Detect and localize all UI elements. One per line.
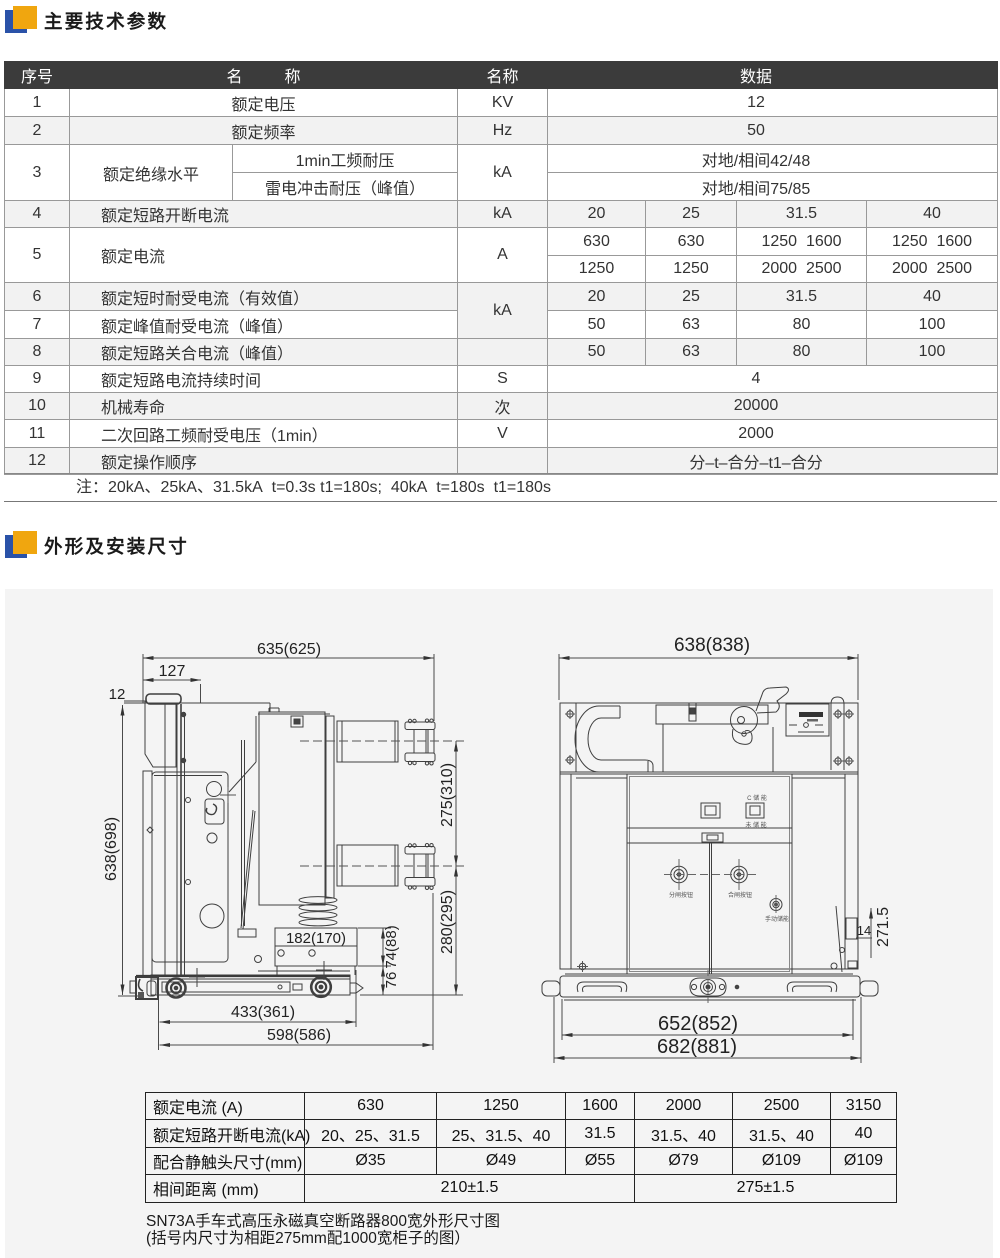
- svg-text:638(838): 638(838): [674, 635, 750, 656]
- svg-text:手动储能: 手动储能: [765, 915, 789, 923]
- svg-text:12: 12: [109, 686, 126, 703]
- svg-text:76: 76: [383, 972, 400, 989]
- svg-text:未 储 能: 未 储 能: [745, 821, 766, 829]
- svg-text:433(361): 433(361): [231, 1004, 295, 1021]
- svg-text:598(586): 598(586): [267, 1027, 331, 1044]
- svg-text:C 储 能: C 储 能: [747, 794, 767, 802]
- svg-text:182(170): 182(170): [286, 930, 346, 947]
- svg-text:分闸按钮: 分闸按钮: [669, 891, 693, 899]
- svg-text:635(625): 635(625): [257, 641, 321, 658]
- svg-text:682(881): 682(881): [657, 1036, 737, 1058]
- svg-text:652(852): 652(852): [658, 1013, 738, 1035]
- svg-text:280(295): 280(295): [439, 890, 456, 954]
- svg-text:14: 14: [857, 923, 871, 938]
- svg-text:638(698): 638(698): [103, 817, 120, 881]
- svg-text:74(88): 74(88): [383, 925, 400, 968]
- svg-text:127: 127: [159, 663, 186, 680]
- svg-text:275(310): 275(310): [439, 763, 456, 827]
- svg-text:271.5: 271.5: [875, 907, 892, 947]
- svg-text:合闸按钮: 合闸按钮: [728, 891, 752, 899]
